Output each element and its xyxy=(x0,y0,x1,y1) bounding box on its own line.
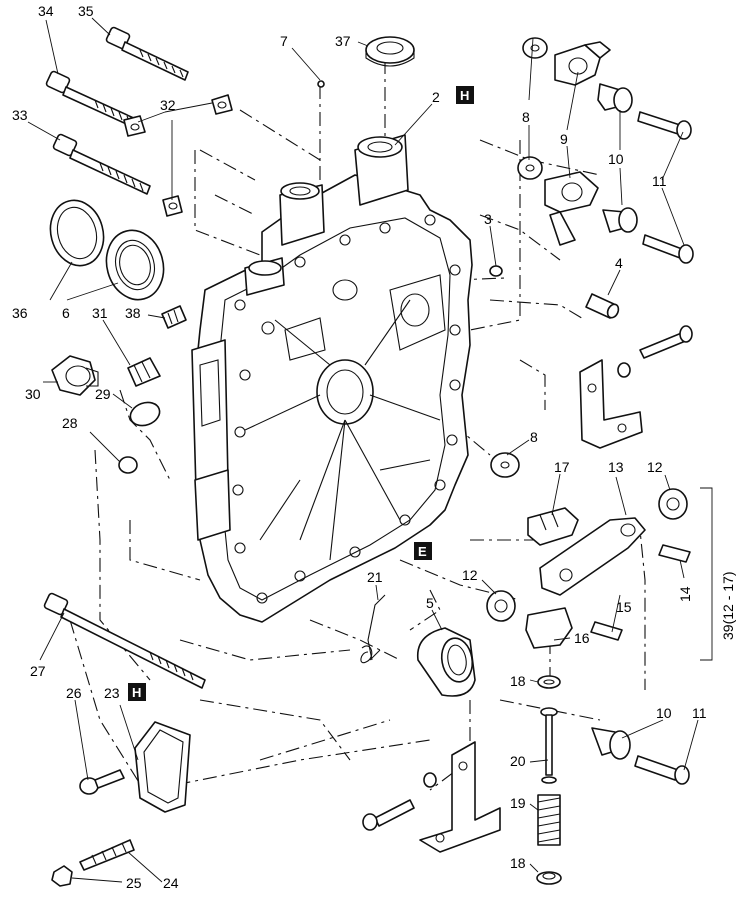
part-labels: 34 35 33 32 7 37 2 8 9 10 11 3 4 36 6 31… xyxy=(12,3,736,891)
seal-ring-36 xyxy=(49,199,105,267)
label-27: 27 xyxy=(30,663,46,679)
screw-24-25 xyxy=(51,839,135,887)
label-37: 37 xyxy=(335,33,351,49)
valve-10-bottom xyxy=(591,727,690,785)
plug-30 xyxy=(51,355,99,396)
label-34: 34 xyxy=(38,3,54,19)
valve-10-top xyxy=(597,83,638,233)
ball-7 xyxy=(317,80,325,88)
label-12-top: 12 xyxy=(647,459,663,475)
group-bracket-39 xyxy=(700,487,713,661)
bracket-bottom xyxy=(362,741,501,853)
bracket-right xyxy=(579,359,643,449)
label-33: 33 xyxy=(12,107,28,123)
label-19: 19 xyxy=(510,795,526,811)
label-32: 32 xyxy=(160,97,176,113)
screw-26 xyxy=(79,769,125,795)
label-14: 14 xyxy=(677,586,693,602)
label-11-top: 11 xyxy=(652,173,667,189)
callout-h-top: H xyxy=(456,86,474,104)
label-35: 35 xyxy=(78,3,94,19)
callout-h-cover: H xyxy=(128,683,146,701)
label-5: 5 xyxy=(426,595,434,611)
plunger-assembly xyxy=(536,675,562,885)
spring-21 xyxy=(360,594,386,664)
label-7: 7 xyxy=(280,33,288,49)
washer-8-mid xyxy=(490,452,520,478)
label-4: 4 xyxy=(615,255,623,271)
label-15: 15 xyxy=(616,599,632,615)
label-30: 30 xyxy=(25,386,41,402)
callout-h-cover-text: H xyxy=(132,685,141,700)
plug-38 xyxy=(161,305,187,329)
label-2: 2 xyxy=(432,89,440,105)
label-3: 3 xyxy=(484,211,492,227)
screw-11-top xyxy=(637,111,694,264)
washer-32 xyxy=(123,94,233,217)
label-23: 23 xyxy=(104,685,120,701)
label-8-mid: 8 xyxy=(530,429,538,445)
callout-h-top-text: H xyxy=(460,88,469,103)
callout-e-mid-text: E xyxy=(418,544,427,559)
seal-6 xyxy=(105,229,165,301)
label-9: 9 xyxy=(560,131,568,147)
washer-8-top xyxy=(517,37,548,180)
plug-31 xyxy=(127,357,161,387)
label-26: 26 xyxy=(66,685,82,701)
label-18-bottom: 18 xyxy=(510,855,526,871)
linkage-assembly xyxy=(486,488,691,649)
leader-lines xyxy=(27,17,699,883)
oring-28 xyxy=(118,456,138,474)
label-6: 6 xyxy=(62,305,70,321)
oring-29 xyxy=(129,401,161,427)
cover-23 xyxy=(134,721,191,813)
screw-and-washer-right xyxy=(617,325,693,378)
oring-3 xyxy=(489,265,503,277)
label-28: 28 xyxy=(62,415,78,431)
label-11-bottom: 11 xyxy=(692,705,707,721)
label-20: 20 xyxy=(510,753,526,769)
label-31: 31 xyxy=(92,305,108,321)
label-21: 21 xyxy=(367,569,383,585)
label-25: 25 xyxy=(126,875,142,891)
label-17: 17 xyxy=(554,459,570,475)
seal-37 xyxy=(365,36,415,67)
label-38: 38 xyxy=(125,305,141,321)
bolt-34 xyxy=(45,70,139,129)
label-24: 24 xyxy=(163,875,179,891)
bolt-35 xyxy=(105,26,189,81)
label-12-mid: 12 xyxy=(462,567,478,583)
lever-9 xyxy=(544,41,611,246)
label-39: 39(12 - 17) xyxy=(720,572,736,640)
main-housing xyxy=(191,134,473,623)
sleeve-5 xyxy=(416,627,476,697)
label-13: 13 xyxy=(608,459,624,475)
pin-4 xyxy=(585,293,620,319)
label-10-top: 10 xyxy=(608,151,624,167)
label-36: 36 xyxy=(12,305,28,321)
label-10-bottom: 10 xyxy=(656,705,672,721)
label-18-top: 18 xyxy=(510,673,526,689)
label-29: 29 xyxy=(95,386,111,402)
bolt-27 xyxy=(43,592,206,689)
label-8-top: 8 xyxy=(522,109,530,125)
bolt-33 xyxy=(52,133,151,195)
label-16: 16 xyxy=(574,630,590,646)
callout-e-mid: E xyxy=(414,542,432,560)
